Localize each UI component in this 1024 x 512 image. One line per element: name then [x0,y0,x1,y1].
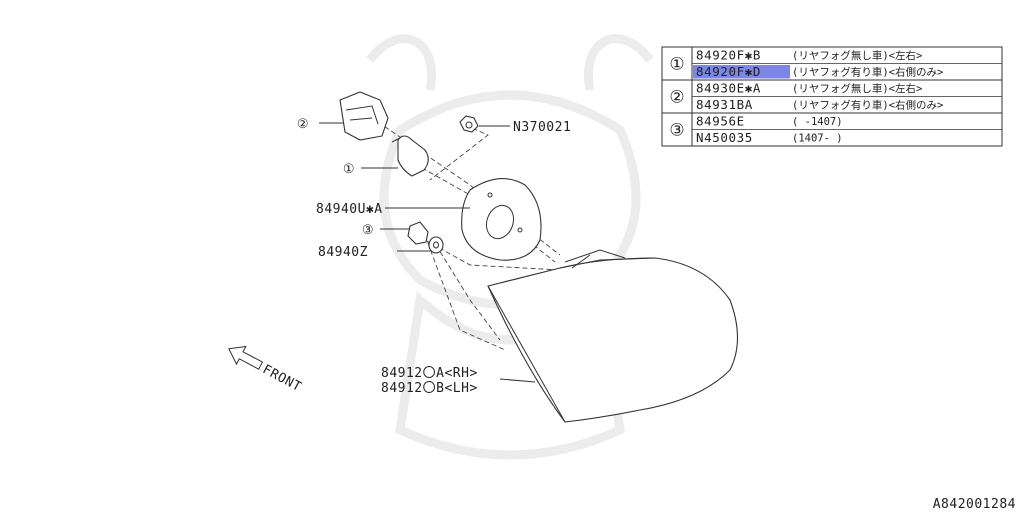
gasket-part[interactable] [461,178,542,261]
parts-table: 84920F✱B (リヤフォグ無し車)<左右> 84920F✱D (リヤフォグ有り車)… [661,46,1003,147]
row-number: ③ [669,121,684,141]
parts-table-row: 84956E ( -1407) N450035 (1407- ) ③ [669,114,1002,145]
part-number[interactable]: N450035 [696,130,753,145]
part-number[interactable]: 84956E [696,114,745,129]
part-number[interactable]: 84920F✱B [696,48,761,63]
callout-lamp-rh[interactable]: 84912〇A<RH> [381,366,478,381]
part-number[interactable]: 84920F✱D [696,64,761,79]
row-number: ① [669,55,684,75]
callout-lamp-lh[interactable]: 84912〇B<LH> [381,381,478,396]
bulb-socket-part[interactable] [339,91,389,141]
bulb-part[interactable] [391,135,429,177]
callout-gasket[interactable]: 84940U✱A [316,202,383,217]
part-number[interactable]: 84931BA [696,97,753,112]
grommet-part[interactable] [407,221,429,245]
part-description: ( -1407) [792,116,843,128]
front-arrow-icon [228,345,264,370]
callout-grommet[interactable]: ③ [362,223,374,238]
nut-part[interactable] [459,115,479,133]
callout-labels: ② ① N370021 84940U✱A ③ 84940Z 84912〇A<RH… [297,117,571,396]
row-number: ② [669,88,684,108]
highlight-marker [693,65,790,79]
callout-washer[interactable]: 84940Z [318,245,368,260]
washer-part[interactable] [428,236,444,254]
part-number[interactable]: 84930E✱A [696,81,761,96]
diagram-id: A842001284 [933,497,1016,512]
part-description: (リヤフォグ無し車)<左右> [792,49,922,62]
part-description: (1407- ) [792,133,843,145]
part-description: (リヤフォグ有り車)<右側のみ> [792,99,943,112]
front-label: FRONT [260,362,304,395]
part-description: (リヤフォグ有り車)<右側のみ> [792,66,943,79]
leader-lines [319,122,536,383]
callout-bulb[interactable]: ① [343,162,355,177]
rear-lamp-assembly[interactable] [487,249,738,423]
callout-bulb-socket[interactable]: ② [297,117,309,132]
front-direction-indicator: FRONT [228,345,304,395]
part-description: (リヤフォグ無し車)<左右> [792,82,922,95]
parts-table-row: 84920F✱B (リヤフォグ無し車)<左右> 84920F✱D (リヤフォグ有り車)… [662,48,1002,81]
parts-table-row: 84930E✱A (リヤフォグ無し車)<左右> 84931BA (リヤフォグ有り車)<… [662,81,1002,114]
callout-nut[interactable]: N370021 [513,120,571,135]
